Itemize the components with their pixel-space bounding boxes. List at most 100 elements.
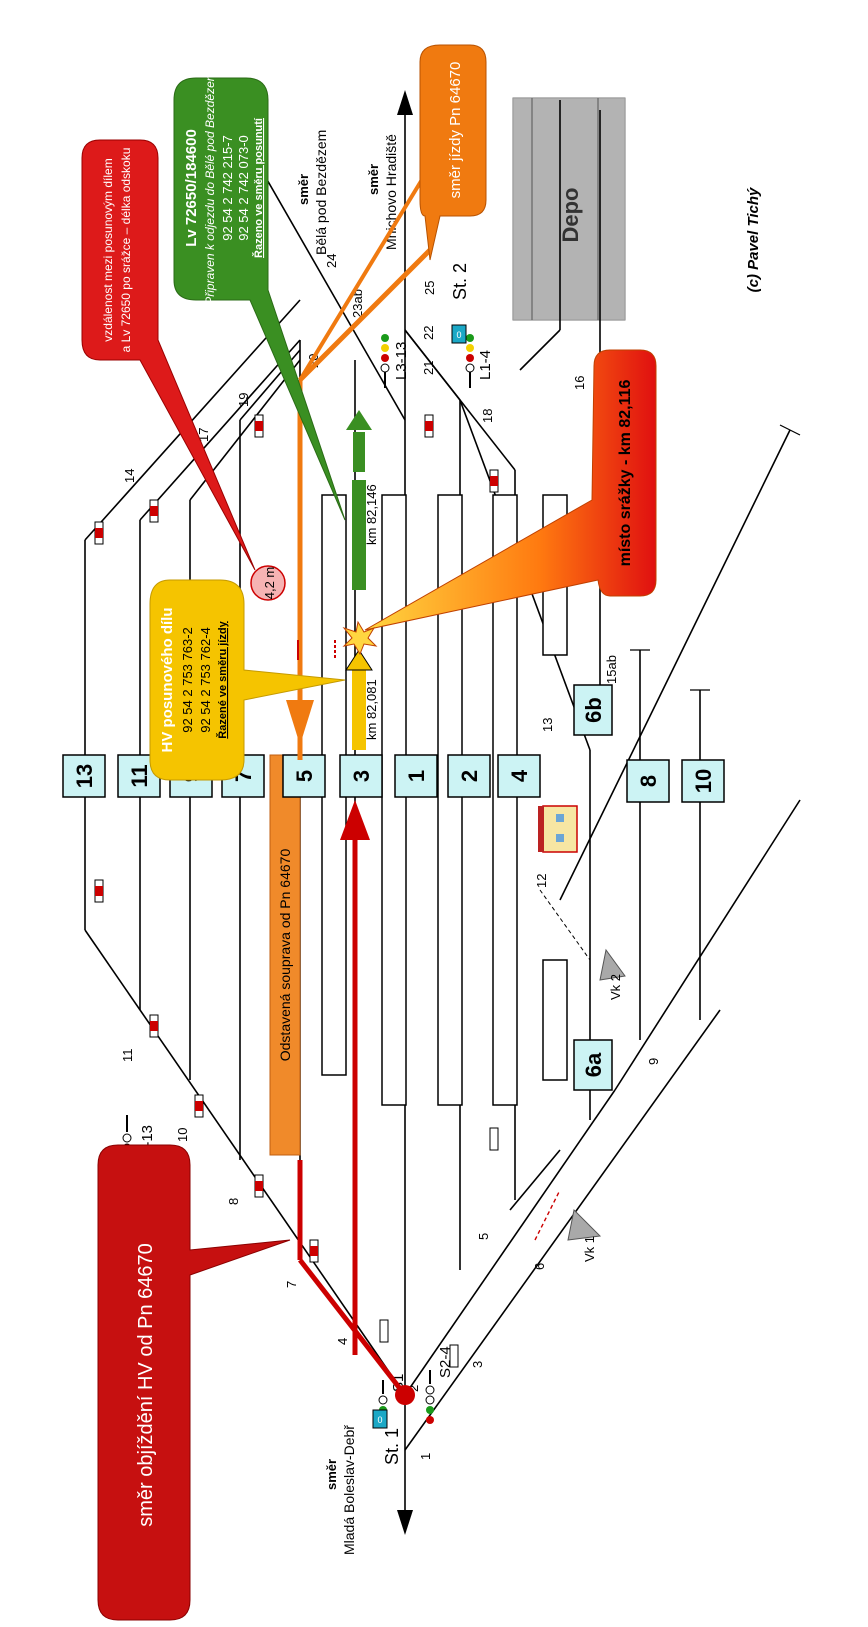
svg-text:HV posunového dílu: HV posunového dílu [159,608,176,753]
track-10-box: 10 [681,759,725,803]
svg-text:0: 0 [456,330,461,340]
svg-text:a Lv 72650 po srážce – délka o: a Lv 72650 po srážce – délka odskoku [119,148,133,353]
signal-l3-13: L3-13 [380,334,410,388]
svg-text:10: 10 [691,769,716,793]
svg-text:21: 21 [421,361,436,375]
depot-label: Depo [558,188,583,243]
svg-text:Mladá Boleslav-Debř: Mladá Boleslav-Debř [341,1425,357,1555]
svg-text:Řazené ve směru jízdy: Řazené ve směru jízdy [216,620,229,738]
svg-text:2: 2 [457,770,482,782]
station-building-icon [538,805,578,853]
distance-callout: vzdálenost mezi posunovým dílem a Lv 726… [81,139,256,571]
svg-text:směr: směr [324,1459,339,1490]
svg-text:3: 3 [470,1361,485,1368]
svg-text:15ab: 15ab [604,655,619,684]
station-posts: 0 St. 1 0 St. 2 [372,263,470,1465]
svg-text:4: 4 [335,1338,350,1345]
detour-callout: směr objíždění HV od Pn 64670 [97,1144,291,1621]
track-3-box: 3 [339,754,383,798]
svg-text:Lv 72650/184600: Lv 72650/184600 [183,129,200,247]
svg-text:Bělá pod Bezdězem: Bělá pod Bezdězem [313,130,329,255]
collision-callout: místo srážky - km 82,116 [364,349,657,631]
svg-text:2: 2 [406,1385,421,1392]
svg-text:Vk 1: Vk 1 [582,1236,597,1262]
detour-callout-text: směr objíždění HV od Pn 64670 [135,1243,157,1527]
svg-text:St. 1: St. 1 [382,1428,402,1465]
direction-pn-text: směr jízdy Pn 64670 [447,62,464,199]
svg-text:23ab: 23ab [350,289,365,318]
track-11-box: 11 [117,754,161,798]
svg-text:3: 3 [349,770,374,782]
svg-text:92 54 2 742 073-0: 92 54 2 742 073-0 [236,135,251,241]
svg-text:místo srážky - km 82,116: místo srážky - km 82,116 [617,380,634,567]
svg-text:13: 13 [72,764,97,788]
direction-pn-callout: směr jízdy Pn 64670 [419,44,487,261]
svg-text:5: 5 [292,770,317,782]
distance-circle: 4,2 m [250,565,336,660]
svg-text:18: 18 [480,409,495,423]
parked-set: Odstavená souprava od Pn 64670 [269,754,301,1156]
svg-text:km 82,146: km 82,146 [364,484,379,545]
svg-text:0: 0 [377,1415,382,1425]
track-6a-box: 6a [573,1039,613,1091]
svg-text:St. 2: St. 2 [450,263,470,300]
svg-text:92 54 2 753 763-2: 92 54 2 753 763-2 [180,627,195,733]
lv-callout: Lv 72650/184600 Připraven k odjezdu do B… [173,71,346,521]
hv-train: km 82,081 [345,649,379,750]
depot: Depo [512,97,626,321]
track-number-boxes: 13 11 9 7 5 3 1 2 4 6b 6a 8 10 [62,684,725,1091]
svg-text:22: 22 [421,326,436,340]
svg-text:92 54 2 742 215-7: 92 54 2 742 215-7 [220,135,235,241]
svg-text:14: 14 [122,469,137,483]
collision-point-icon [342,620,378,656]
svg-text:8: 8 [226,1198,241,1205]
svg-text:11: 11 [120,1049,135,1063]
svg-text:S2-4: S2-4 [437,1346,454,1378]
station-st2-icon: 0 St. 2 [450,263,470,344]
pn-path [286,148,442,760]
track-8-box: 8 [626,759,670,803]
svg-text:24: 24 [324,254,339,268]
svg-text:km 82,081: km 82,081 [364,679,379,740]
svg-text:92 54 2 753 762-4: 92 54 2 753 762-4 [198,627,213,733]
lv-train: km 82,146 [346,410,379,590]
svg-text:Řazeno ve směru posunutí: Řazeno ve směru posunutí [252,117,265,258]
track-5-box: 5 [282,754,326,798]
svg-text:19: 19 [236,393,251,407]
copyright: (c) Pavel Tichý [745,187,762,292]
svg-text:vzdálenost mezi posunovým díle: vzdálenost mezi posunovým dílem [101,158,115,341]
station-st1-icon: 0 St. 1 [372,1409,402,1465]
svg-text:7: 7 [284,1281,299,1288]
svg-text:13: 13 [540,718,555,732]
svg-text:4,2 m: 4,2 m [262,567,277,600]
stop-boards [94,414,499,1368]
svg-text:10: 10 [175,1128,190,1142]
svg-text:1: 1 [404,770,429,782]
hv-callout: HV posunového dílu 92 54 2 753 763-2 92 … [149,579,346,781]
svg-text:1: 1 [418,1453,433,1460]
svg-text:8: 8 [636,775,661,787]
svg-text:6b: 6b [581,697,606,723]
signal-l1-4: L1-4 [465,334,494,388]
svg-text:Vk 2: Vk 2 [608,974,623,1000]
svg-text:6a: 6a [581,1052,606,1077]
derails: Vk 1 Vk 2 [567,948,626,1262]
svg-text:9: 9 [646,1058,661,1065]
switch-numbers: 1 2 3 4 5 6 7 8 9 10 11 12 13 14 15ab 1 6… [120,254,661,1460]
detour-path [297,800,415,1405]
svg-text:směr: směr [296,174,311,205]
svg-text:L3-13: L3-13 [393,342,410,380]
track-13-box: 13 [62,754,106,798]
svg-text:6: 6 [532,1263,547,1270]
track-6b-box: 6b [573,684,613,736]
svg-text:Připraven k odjezdu do Bělé po: Připraven k odjezdu do Bělé pod Bezdězem [203,71,217,304]
svg-text:12: 12 [534,874,549,888]
svg-text:11: 11 [127,764,152,787]
svg-text:25: 25 [422,281,437,295]
svg-text:4: 4 [507,769,532,782]
parked-set-label: Odstavená souprava od Pn 64670 [277,849,293,1062]
svg-text:směr: směr [366,164,381,195]
track-2-box: 2 [447,754,491,798]
